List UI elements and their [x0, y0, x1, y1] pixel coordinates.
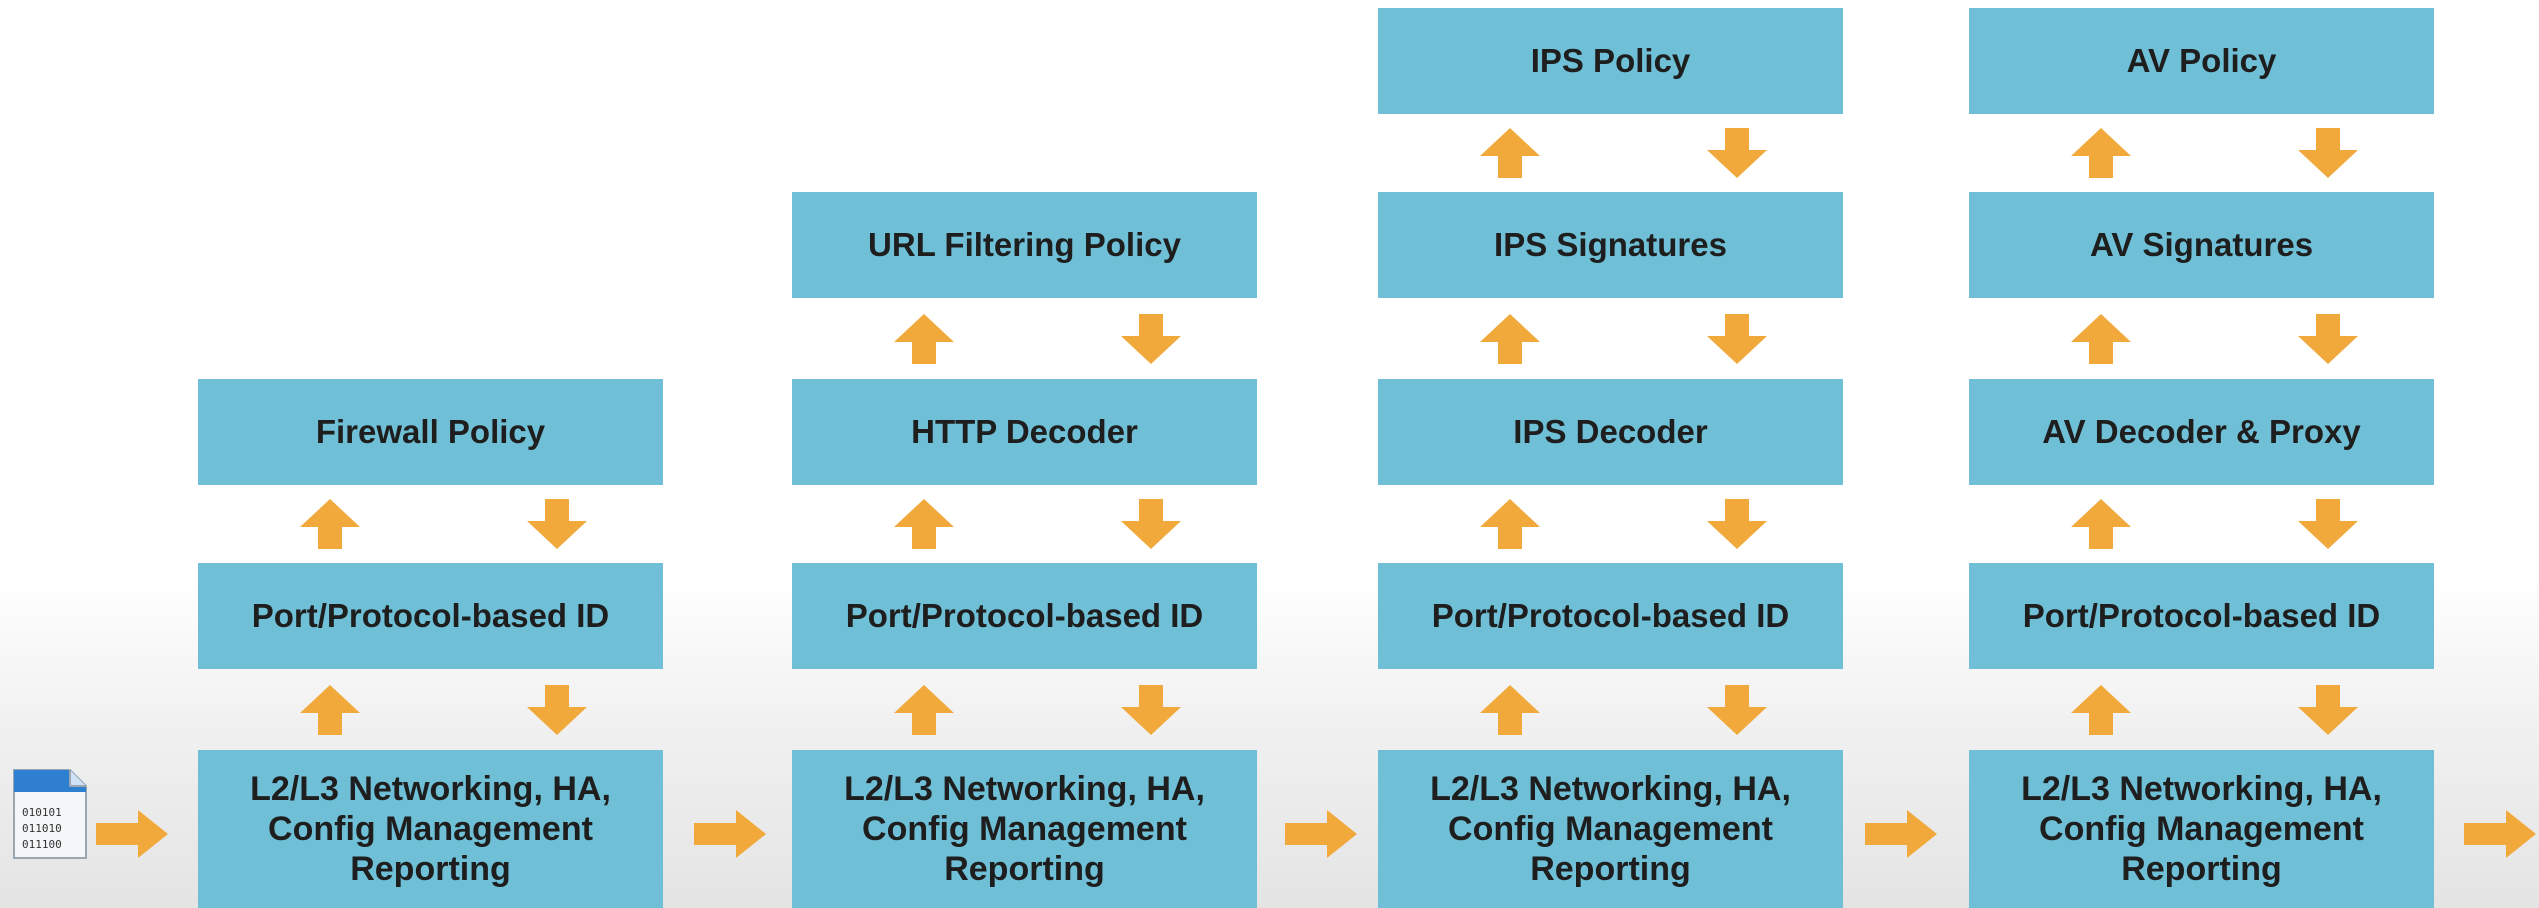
down-arrow-icon: [1119, 312, 1183, 366]
up-arrow-icon: [892, 312, 956, 366]
firewall-layer-0: L2/L3 Networking, HA, Config Management …: [198, 750, 663, 908]
ips-layer-4: IPS Policy: [1378, 8, 1843, 114]
down-arrow-icon: [2296, 497, 2360, 551]
up-arrow-icon: [2069, 312, 2133, 366]
av-layer-2: AV Decoder & Proxy: [1969, 379, 2434, 485]
up-arrow-icon: [1478, 312, 1542, 366]
ips-layer-0: L2/L3 Networking, HA, Config Management …: [1378, 750, 1843, 908]
av-layer-3: AV Signatures: [1969, 192, 2434, 298]
down-arrow-icon: [1705, 497, 1769, 551]
binary-line-1: 010101: [22, 806, 62, 819]
down-arrow-icon: [1119, 683, 1183, 737]
url-filtering-layer-1: Port/Protocol-based ID: [792, 563, 1257, 669]
down-arrow-icon: [1705, 312, 1769, 366]
url-filtering-layer-0: L2/L3 Networking, HA, Config Management …: [792, 750, 1257, 908]
down-arrow-icon: [1705, 126, 1769, 180]
right-flow-arrow-icon: [1283, 808, 1359, 860]
up-arrow-icon: [298, 683, 362, 737]
av-layer-1: Port/Protocol-based ID: [1969, 563, 2434, 669]
right-flow-arrow-icon: [94, 808, 170, 860]
firewall-layer-2: Firewall Policy: [198, 379, 663, 485]
binary-line-2: 011010: [22, 822, 62, 835]
up-arrow-icon: [1478, 126, 1542, 180]
av-layer-0: L2/L3 Networking, HA, Config Management …: [1969, 750, 2434, 908]
up-arrow-icon: [892, 683, 956, 737]
down-arrow-icon: [1705, 683, 1769, 737]
down-arrow-icon: [2296, 126, 2360, 180]
right-flow-arrow-icon: [2462, 808, 2538, 860]
av-layer-4: AV Policy: [1969, 8, 2434, 114]
ips-layer-2: IPS Decoder: [1378, 379, 1843, 485]
url-filtering-layer-3: URL Filtering Policy: [792, 192, 1257, 298]
right-flow-arrow-icon: [1863, 808, 1939, 860]
binary-file-icon: 010101 011010 011100: [12, 768, 88, 860]
down-arrow-icon: [525, 497, 589, 551]
ips-layer-1: Port/Protocol-based ID: [1378, 563, 1843, 669]
up-arrow-icon: [2069, 126, 2133, 180]
ips-layer-3: IPS Signatures: [1378, 192, 1843, 298]
up-arrow-icon: [892, 497, 956, 551]
up-arrow-icon: [1478, 683, 1542, 737]
binary-line-3: 011100: [22, 838, 62, 851]
right-flow-arrow-icon: [692, 808, 768, 860]
url-filtering-layer-2: HTTP Decoder: [792, 379, 1257, 485]
up-arrow-icon: [298, 497, 362, 551]
up-arrow-icon: [2069, 497, 2133, 551]
firewall-layer-1: Port/Protocol-based ID: [198, 563, 663, 669]
down-arrow-icon: [2296, 683, 2360, 737]
up-arrow-icon: [2069, 683, 2133, 737]
down-arrow-icon: [2296, 312, 2360, 366]
down-arrow-icon: [1119, 497, 1183, 551]
down-arrow-icon: [525, 683, 589, 737]
up-arrow-icon: [1478, 497, 1542, 551]
